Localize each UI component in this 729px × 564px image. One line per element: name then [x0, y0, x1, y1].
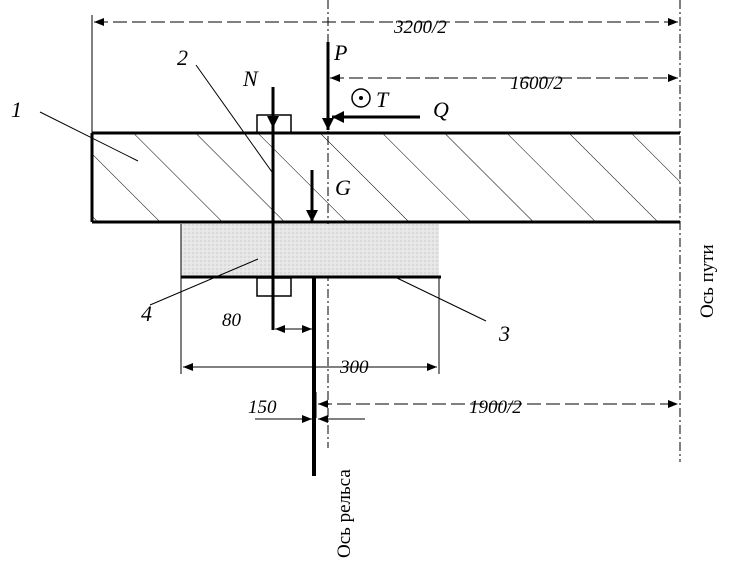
dim-3200-text: 3200/2: [393, 17, 447, 38]
force-t-symbol: [351, 88, 371, 108]
force-t-dot: [359, 96, 363, 100]
leader-part4: [149, 258, 259, 306]
rail-axis-label: Ось рельса: [334, 469, 355, 558]
label-force-g: G: [335, 175, 351, 200]
dim-300-text: 300: [339, 357, 369, 378]
label-part4: 4: [141, 301, 152, 326]
sleeper-hatch: [92, 133, 680, 222]
label-part3: 3: [498, 321, 510, 346]
leader-part3: [396, 277, 487, 322]
label-force-q: Q: [433, 97, 449, 122]
dim-80-text: 80: [222, 310, 242, 331]
leader-part1: [39, 111, 139, 162]
dim-1900-text: 1900/2: [469, 397, 522, 418]
label-part1: 1: [11, 97, 22, 122]
dim-1600-text: 1600/2: [510, 73, 563, 94]
leader-part2: [195, 64, 273, 173]
bolt-nut: [256, 277, 292, 297]
rubber-pad: [181, 224, 439, 276]
label-part2: 2: [177, 45, 188, 70]
track-axis-label: Ось пути: [697, 244, 718, 318]
label-force-p: P: [333, 40, 347, 65]
label-force-t: T: [376, 87, 390, 112]
label-force-n: N: [242, 66, 259, 91]
dim-150-text: 150: [248, 397, 277, 418]
